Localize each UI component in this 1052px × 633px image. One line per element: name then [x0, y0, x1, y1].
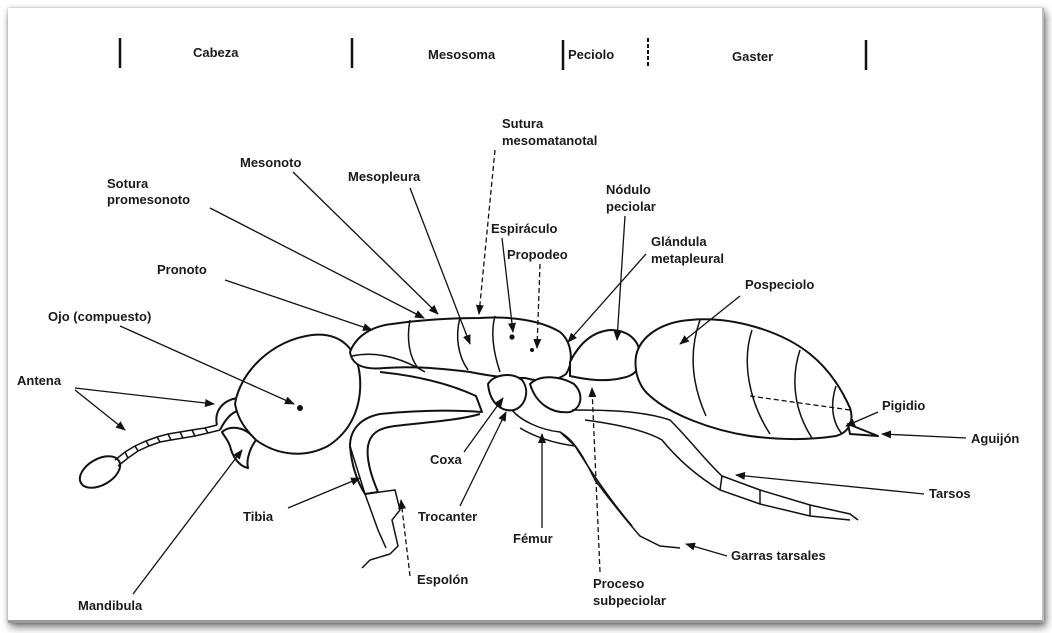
label-tarsos: Tarsos	[929, 486, 971, 501]
label-pronoto: Pronoto	[157, 262, 207, 277]
ptr-espolon	[401, 500, 410, 576]
compound-eye	[297, 405, 303, 411]
label-glandula-line1: Glándula	[651, 234, 707, 249]
label-tibia: Tibia	[243, 509, 274, 524]
label-pigidio: Pigidio	[882, 398, 925, 413]
label-mesonoto: Mesonoto	[240, 155, 301, 170]
ptr-garras	[686, 544, 727, 556]
gaster	[636, 319, 852, 439]
ptr-aguijon	[882, 434, 966, 438]
label-antena: Antena	[17, 373, 62, 388]
ptr-mandibula	[133, 450, 242, 594]
label-sutura-mesometanotal-line2: mesomatanotal	[502, 133, 597, 148]
label-sotura-promesonoto-line2: promesonoto	[107, 192, 190, 207]
ptr-nodulo	[617, 216, 625, 340]
label-espiraculo: Espiráculo	[491, 221, 558, 236]
label-proceso-line2: subpeciolar	[593, 593, 666, 608]
label-nodulo-line2: peciolar	[606, 199, 656, 214]
head	[235, 335, 360, 454]
section-head-label: Cabeza	[193, 45, 239, 60]
label-propodeo: Propodeo	[507, 247, 568, 262]
spiracle	[509, 334, 514, 339]
sting	[848, 424, 878, 436]
petiole-node	[570, 330, 640, 380]
ptr-pronoto	[225, 280, 372, 330]
ptr-glandula	[568, 254, 646, 342]
label-nodulo-line1: Nódulo	[606, 182, 651, 197]
label-sutura-mesometanotal-line1: Sutura	[502, 116, 544, 131]
label-aguijon: Aguijón	[971, 431, 1019, 446]
ptr-tibia	[288, 478, 360, 508]
label-ojo: Ojo (compuesto)	[48, 309, 151, 324]
ptr-sotura-promesonoto	[210, 208, 424, 318]
label-garras: Garras tarsales	[731, 548, 826, 563]
label-proceso-line1: Proceso	[593, 576, 644, 591]
mesosoma	[350, 318, 571, 381]
label-sotura-promesonoto-line1: Sotura	[107, 176, 149, 191]
label-coxa: Coxa	[430, 452, 463, 467]
label-trocanter: Trocanter	[418, 509, 477, 524]
section-header: Cabeza Mesosoma Peciolo Gaster	[120, 38, 866, 70]
section-gaster-label: Gaster	[732, 49, 773, 64]
ptr-antena-1	[75, 388, 214, 404]
section-petiole-label: Peciolo	[568, 47, 614, 62]
label-glandula-line2: metapleural	[651, 251, 724, 266]
label-mesopleura: Mesopleura	[348, 169, 421, 184]
ptr-antena-2	[75, 390, 125, 430]
section-mesosoma-label: Mesosoma	[428, 47, 496, 62]
front-coxa	[488, 375, 526, 410]
label-espolon: Espolón	[417, 572, 468, 587]
ant-body	[74, 316, 878, 568]
label-femur: Fémur	[513, 531, 553, 546]
ptr-proceso	[592, 388, 600, 572]
label-pospeciolo: Pospeciolo	[745, 277, 814, 292]
ptr-mesonoto	[293, 172, 438, 314]
label-mandibula: Mandibula	[78, 598, 143, 613]
